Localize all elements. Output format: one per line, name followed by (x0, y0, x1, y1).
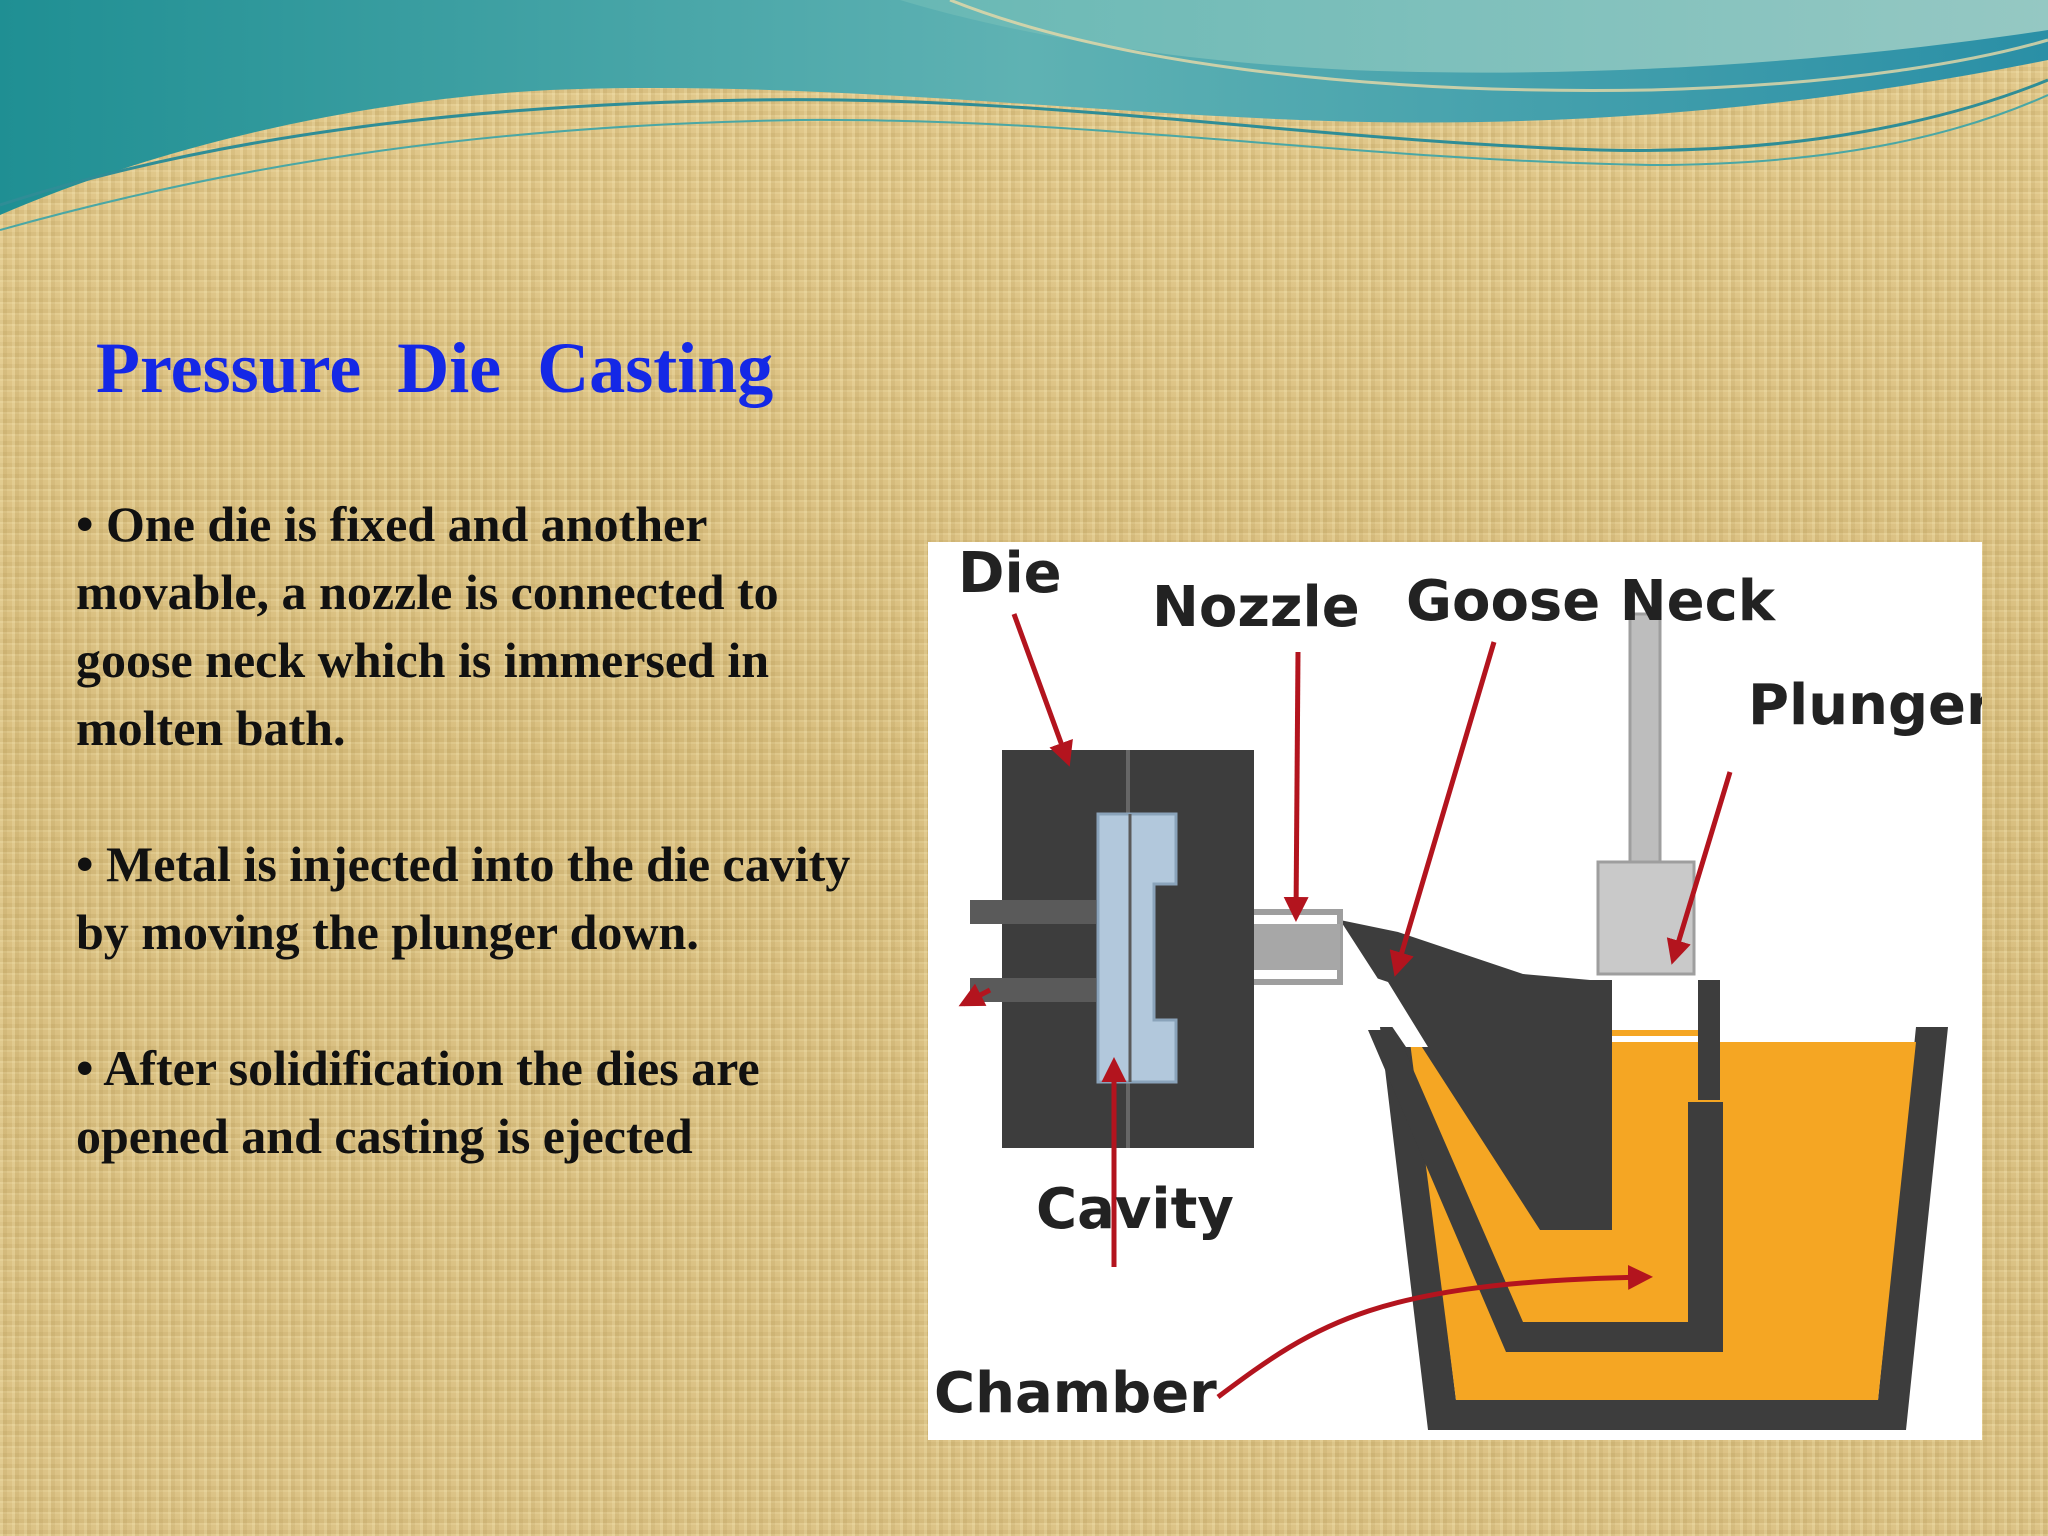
die-casting-diagram: Die Nozzle Goose Neck Plunger Cavity Cha… (928, 541, 1994, 1440)
cavity (1096, 812, 1178, 1084)
cylinder-wall (1590, 980, 1612, 1230)
label-die: Die (958, 542, 1062, 606)
ejector-arrow (958, 983, 992, 1007)
goose-neck (1340, 920, 1590, 1230)
plunger-rod (1628, 612, 1662, 866)
slide-title: Pressure Die Casting (96, 328, 774, 408)
crucible-wall (1380, 1027, 1948, 1430)
label-chamber: Chamber (934, 1361, 1217, 1426)
die-arrow (1011, 613, 1073, 767)
label-cavity: Cavity (1036, 1177, 1234, 1242)
label-nozzle: Nozzle (1152, 575, 1360, 640)
label-goose-neck: Goose Neck (1406, 569, 1777, 634)
label-plunger: Plunger (1748, 673, 1982, 738)
bullet-list: • One die is fixed and another movable, … (76, 490, 876, 1238)
bullet-item: • Metal is injected into the die cavity … (76, 836, 851, 960)
plunger-arrow (1666, 771, 1733, 965)
ejector-pin (970, 900, 1096, 924)
ejector-pin (970, 978, 1096, 1002)
chamber-arrow (1216, 1264, 1653, 1400)
cylinder-wall (1698, 980, 1720, 1100)
goose-neck-arrow (1389, 641, 1497, 977)
top-wave-decoration (0, 0, 2048, 231)
diagram-svg: Die Nozzle Goose Neck Plunger Cavity Cha… (934, 541, 1994, 1430)
bullet-item: • After solidification the dies are open… (76, 1040, 760, 1164)
nozzle-arrow (1283, 651, 1309, 922)
plunger-head (1596, 860, 1696, 976)
bath-surface (1612, 1030, 1698, 1036)
bullet-item: • One die is fixed and another movable, … (76, 496, 779, 756)
chamber-channel (1368, 1030, 1723, 1352)
